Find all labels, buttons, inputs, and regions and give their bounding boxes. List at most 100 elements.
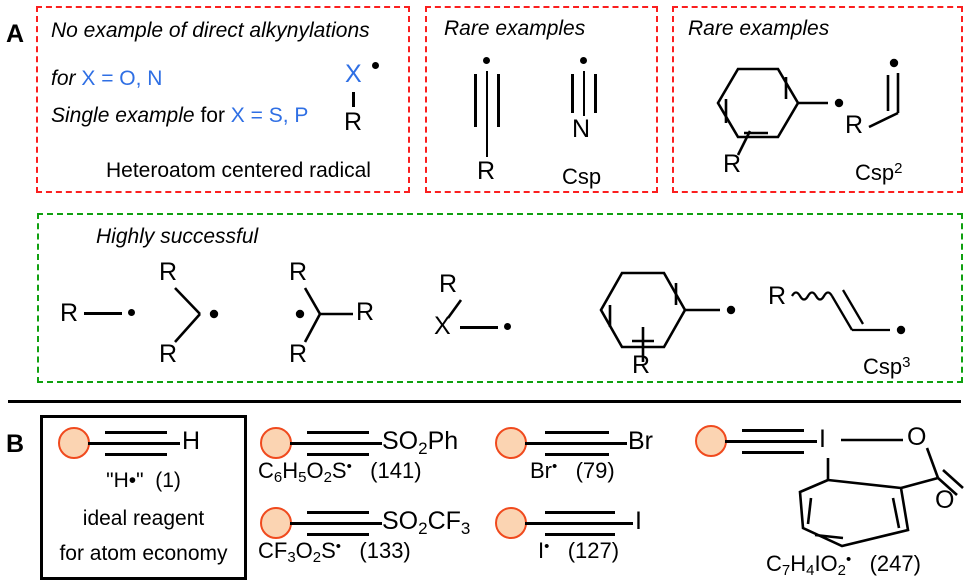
reagent-h-note-line2: for atom economy	[59, 542, 228, 565]
generic-group-circle-so2ph	[260, 427, 292, 459]
reagent-i-bond-top	[545, 511, 615, 514]
heteroatom-line2: for X = O, N	[51, 67, 163, 90]
reagent-ebx-atom-o-ring: O	[907, 423, 927, 451]
panel-letter-b: B	[6, 430, 25, 458]
reagent-ebx-svg	[798, 438, 964, 548]
generic-group-circle-so2cf3	[260, 507, 292, 539]
box-csp2	[672, 6, 963, 193]
structure-heteroatom-alpha-radical: R X	[430, 272, 560, 372]
reagent-br-terminal: Br	[628, 427, 653, 455]
reagent-ebx-label: C7H4IO2• (247)	[766, 552, 921, 579]
reagent-br-mass: (79)	[575, 458, 615, 483]
reagent-so2ph-label: C6H5O2S• (141)	[258, 458, 422, 487]
reagent-ebx-atom-i: I	[819, 425, 826, 453]
alkynyl-bond-right	[497, 74, 500, 127]
alkynyl-bond-to-r	[485, 131, 489, 157]
generic-group-circle-h	[58, 427, 90, 459]
reagent-i-structure: I	[495, 505, 685, 545]
reagent-so2cf3-terminal: SO2CF3	[382, 507, 471, 538]
box-heteroatom-radical	[36, 6, 410, 193]
alkynyl-bond-center	[485, 71, 489, 131]
reagent-so2ph-radical: C6H5O2S•	[258, 458, 352, 487]
secondary-label-r-top: R	[159, 258, 178, 286]
reagent-ebx-bond-center	[725, 440, 817, 443]
tertiary-label-r-right: R	[356, 298, 375, 326]
reagent-i-mass: (127)	[567, 538, 620, 563]
csp-title: Rare examples	[444, 17, 586, 40]
csp2-title: Rare examples	[688, 17, 830, 40]
radical-dot-hetalpha	[504, 323, 511, 330]
csp3-corner-label-text: Csp	[863, 354, 903, 379]
hetalpha-label-r: R	[439, 270, 458, 298]
heteroatom-line3-plain: for	[200, 104, 225, 127]
heteroatom-line3-italic: Single example	[51, 104, 195, 127]
heteroatom-line2-blue: X = O, N	[81, 67, 163, 90]
reagent-h-mass: (1)	[155, 469, 181, 492]
secondary-label-r-bottom: R	[159, 340, 178, 368]
reagent-br-bond-bottom	[545, 453, 609, 456]
reagent-br-label: Br• (79)	[530, 458, 615, 483]
vinyl-label-r: R	[845, 111, 864, 139]
structure-tertiary-radical: R R R	[258, 258, 388, 377]
reagent-i-bond-bottom	[545, 533, 615, 536]
reagent-ebx-bond-bottom	[742, 451, 804, 454]
csp3-title: Highly successful	[96, 225, 259, 248]
reagent-h-bond-bottom	[105, 453, 167, 456]
reagent-h-bond-top	[105, 431, 167, 434]
radical-dot-allylic	[896, 325, 906, 335]
heteroatom-caption: Heteroatom centered radical	[106, 159, 371, 182]
reagent-i-label: I• (127)	[538, 538, 620, 563]
aryl-label-r: R	[723, 150, 742, 178]
csp3-corner-label: Csp3	[863, 354, 910, 379]
reagent-br-structure: Br	[495, 425, 685, 465]
radical-dot-vinyl	[889, 58, 899, 68]
tertiary-label-r-top: R	[289, 258, 308, 286]
benzylic-label-r: R	[632, 351, 651, 379]
reagent-h-structure: H	[58, 425, 238, 465]
structure-allylic-radical: R	[768, 278, 928, 363]
reagent-h-note-line1: ideal reagent	[82, 507, 205, 530]
heteroatom-line3-blue: X = S, P	[230, 104, 309, 127]
structure-heteroatom-radical: X R	[342, 62, 402, 142]
reagent-so2ph-structure: SO2Ph	[260, 425, 470, 465]
generic-group-circle-br	[495, 427, 527, 459]
primary-label-r: R	[60, 299, 79, 327]
reagent-ebx-structure: I O O	[695, 418, 965, 553]
reagent-so2ph-bond-top	[307, 431, 369, 434]
tertiary-radical-svg	[295, 287, 353, 343]
allylic-label-r: R	[768, 282, 787, 310]
cyano-label-n: N	[572, 115, 591, 143]
atom-r: R	[344, 108, 363, 136]
reagent-so2ph-bond-bottom	[307, 453, 369, 456]
csp2-corner-label-sup: 2	[894, 160, 903, 178]
allylic-svg	[791, 289, 906, 335]
hetalpha-label-x: X	[434, 312, 451, 340]
panel-divider	[8, 400, 961, 403]
hetalpha-bond	[460, 326, 498, 329]
vinyl-radical-svg	[868, 58, 900, 129]
heteroatom-line2-italic: for	[51, 67, 76, 90]
reagent-so2ph-mass: (141)	[370, 458, 422, 483]
alkynyl-label-r: R	[477, 157, 496, 185]
box-csp	[425, 6, 658, 193]
structure-aryl-radical: R	[700, 55, 845, 180]
heteroatom-line3: Single example for X = S, P	[51, 104, 309, 127]
cyano-bond-center	[582, 71, 586, 116]
reagent-h-terminal: H	[182, 427, 201, 455]
aryl-radical-svg	[716, 67, 844, 156]
structure-benzylic-radical: R	[588, 265, 758, 380]
reagent-so2cf3-structure: SO2CF3	[260, 505, 470, 545]
tertiary-label-r-bottom: R	[289, 340, 308, 368]
reagent-so2ph-terminal: SO2Ph	[382, 427, 459, 458]
reagent-ebx-bond-top	[742, 429, 804, 432]
reagent-so2cf3-bond-top	[307, 511, 369, 514]
reagent-h-bond-center	[88, 442, 180, 445]
reagent-i-radical: I•	[538, 538, 550, 563]
cyano-bond-right	[594, 74, 597, 113]
structure-vinyl-radical: R	[845, 55, 935, 150]
reagent-ebx-atom-o-carbonyl: O	[935, 486, 955, 514]
reagent-i-bond-center	[525, 522, 633, 525]
csp2-corner-label: Csp2	[855, 160, 903, 184]
hetalpha-svg	[446, 299, 463, 319]
